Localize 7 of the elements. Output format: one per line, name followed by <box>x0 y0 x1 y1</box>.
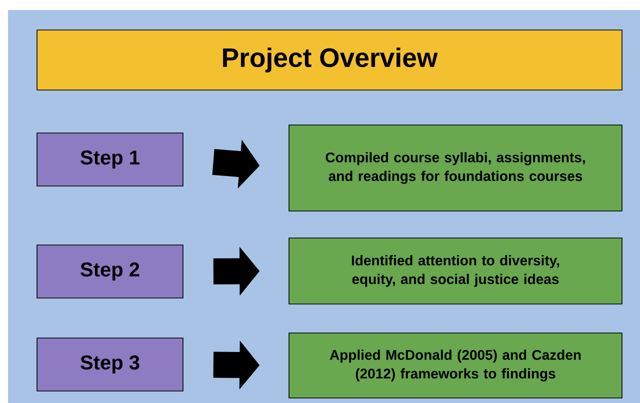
description-box: Identified attention to diversity, equity, and social justice ideas <box>288 238 622 304</box>
step-box: Step 2 <box>36 244 184 298</box>
step-box: Step 1 <box>36 132 184 186</box>
description-box: Compiled course syllabi, assignments, and readings for foundations courses <box>288 124 622 212</box>
title-banner: Project Overview <box>36 30 622 90</box>
step-box: Step 3 <box>36 338 184 392</box>
description-box: Applied McDonald (2005) and Cazden (2012) frameworks to findings <box>288 332 622 398</box>
